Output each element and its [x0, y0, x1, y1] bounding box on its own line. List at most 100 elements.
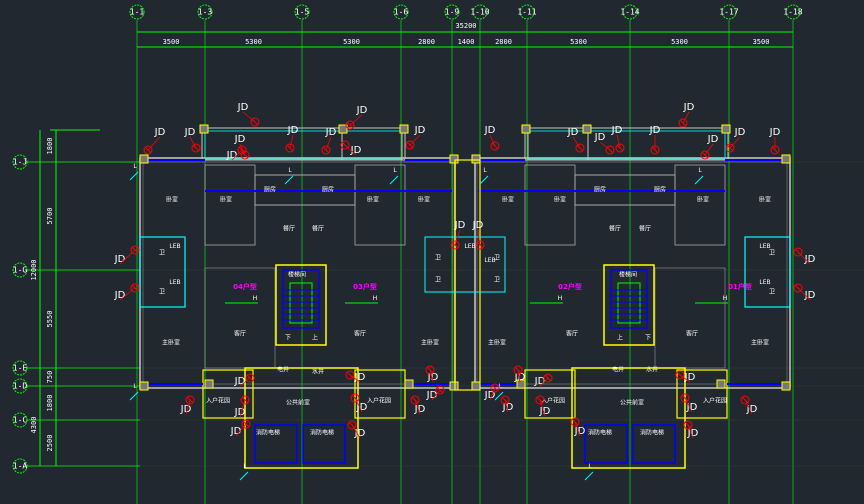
axis-label: 1-5	[295, 8, 310, 17]
axis-label: 1-18	[783, 8, 802, 17]
room-label: 卫	[435, 255, 441, 262]
riser-label: L	[288, 167, 292, 174]
entry-garden	[524, 369, 576, 419]
jd-marker-icon	[793, 283, 803, 293]
jd-leader	[489, 387, 496, 401]
jd-leader	[744, 399, 753, 415]
room-label: 卫	[159, 289, 165, 296]
jd-label: JD	[356, 402, 368, 413]
jd-leader	[679, 374, 691, 383]
jd-marker-icon	[740, 395, 750, 405]
leb-label: LEB	[169, 243, 180, 250]
jd-leader	[684, 397, 693, 413]
room-label: 卧室	[759, 196, 771, 204]
jd-label: JD	[649, 125, 661, 136]
jd-leader	[239, 377, 251, 387]
jd-leader	[351, 424, 361, 439]
dimension-value: 3500	[753, 38, 770, 46]
jd-label: JD	[567, 127, 579, 138]
stair-well	[289, 282, 313, 324]
room-label: 卫	[435, 277, 441, 284]
dimension-value: 2800	[495, 38, 512, 46]
room-label: 卫	[494, 255, 500, 262]
leb-label: LEB	[464, 243, 475, 250]
room-label: 楼梯间	[288, 271, 306, 279]
jd-label: JD	[707, 134, 719, 145]
total-dimension: 12000	[30, 259, 38, 280]
riser-label: L	[498, 383, 502, 390]
level-mark: H	[253, 295, 258, 302]
jd-leader	[239, 399, 246, 418]
axis-bubble	[444, 4, 460, 20]
riser-pipe	[129, 391, 139, 401]
riser-label: L	[483, 167, 487, 174]
jd-leader	[147, 136, 161, 151]
bathroom-wall	[744, 236, 791, 308]
stair-core	[603, 264, 655, 346]
balcony	[201, 127, 406, 161]
column	[582, 124, 592, 134]
axis-label: 1-10	[470, 8, 489, 17]
column	[781, 154, 791, 164]
room-label: 卫	[769, 250, 775, 257]
bedroom-wall	[524, 164, 576, 246]
jd-marker-icon	[425, 365, 435, 375]
jd-marker-icon	[450, 240, 460, 250]
riser-label: L	[393, 167, 397, 174]
room-label: 消防电梯	[588, 429, 612, 437]
riser-label: L	[588, 463, 592, 470]
column	[199, 124, 209, 134]
jd-label: JD	[427, 372, 439, 383]
room-label: 卧室	[418, 196, 430, 204]
balcony	[527, 127, 589, 161]
axis-label: 1-G	[13, 266, 28, 275]
jd-leader	[539, 399, 546, 417]
axis-bubble	[12, 154, 28, 170]
jd-leader	[572, 136, 581, 149]
jd-marker-icon	[240, 395, 250, 405]
riser-pipe	[479, 175, 489, 185]
axis-bubble	[519, 4, 535, 20]
room-label: 厨房	[594, 186, 606, 194]
jd-marker-icon	[143, 145, 153, 155]
stair-case	[282, 269, 320, 329]
unit-type-label: 03户型	[353, 282, 377, 291]
jd-leader	[489, 134, 496, 147]
jd-leader	[431, 389, 441, 401]
jd-label: JD	[354, 428, 366, 439]
room-label: 卫	[159, 250, 165, 257]
dimension-value: 3500	[163, 38, 180, 46]
axis-label: 1-C	[13, 416, 28, 425]
room-label: 上	[312, 334, 318, 342]
room-label: 餐厅	[609, 225, 621, 233]
axis-label: 1-D	[13, 382, 28, 391]
jd-leader	[704, 143, 714, 156]
axis-bubble	[472, 4, 488, 20]
jd-label: JD	[414, 404, 426, 415]
jd-leader	[454, 229, 461, 246]
jd-leader	[797, 251, 811, 265]
jd-leader	[189, 136, 197, 149]
jd-marker-icon	[410, 395, 420, 405]
leb-label: LEB	[759, 243, 770, 250]
jd-marker-icon	[683, 420, 693, 430]
jd-label: JD	[230, 426, 242, 437]
jd-label: JD	[594, 132, 606, 143]
jd-leader	[349, 114, 363, 126]
dimension-value: 5300	[671, 38, 688, 46]
axis-label: 1-9	[445, 8, 460, 17]
room-label: 客厅	[354, 330, 366, 338]
room-label: 厨房	[654, 186, 666, 194]
dimension-value: 2500	[46, 435, 54, 452]
jd-leader	[539, 377, 549, 387]
jd-leader	[574, 421, 581, 437]
jd-marker-icon	[405, 140, 415, 150]
room-label: 卧室	[367, 196, 379, 204]
jd-marker-icon	[350, 393, 360, 403]
elevator-core	[571, 367, 686, 469]
jd-leader	[119, 287, 136, 301]
column	[404, 379, 414, 389]
axis-label: 1-E	[13, 364, 28, 373]
jd-label: JD	[354, 372, 366, 383]
